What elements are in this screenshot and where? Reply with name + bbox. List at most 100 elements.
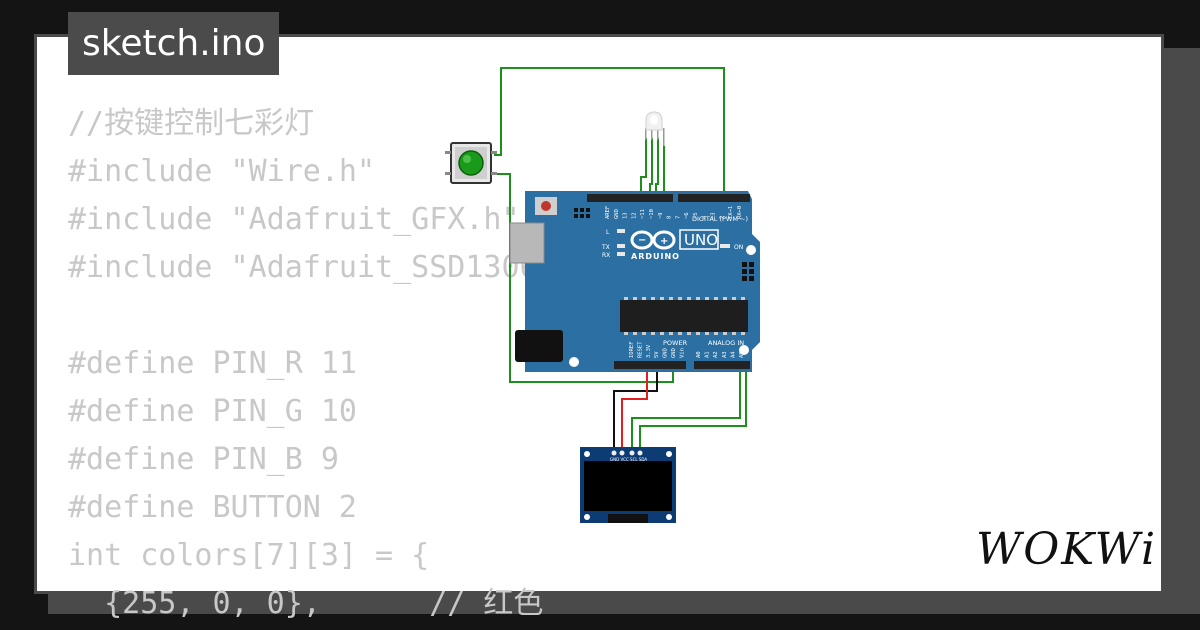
led-l-label: L bbox=[606, 229, 610, 236]
chip-pin bbox=[669, 297, 673, 300]
led-tx bbox=[617, 244, 625, 248]
pin-label: AREF bbox=[605, 206, 611, 219]
oled-mount-hole bbox=[666, 514, 672, 520]
chip-pin bbox=[723, 332, 727, 335]
chip-pin bbox=[723, 297, 727, 300]
wire-button-to-gnd bbox=[494, 173, 674, 383]
pin-label: IOREF bbox=[629, 341, 635, 358]
wire-oled-vcc bbox=[621, 364, 648, 452]
board-mount-hole bbox=[746, 245, 756, 255]
chip-pin bbox=[678, 332, 682, 335]
chip-pin bbox=[660, 297, 664, 300]
push-button-pin bbox=[445, 151, 451, 154]
wokwi-logo: WOKWi bbox=[976, 524, 1158, 575]
analog-label: ANALOG IN bbox=[708, 339, 744, 347]
pin-label: A0 bbox=[696, 351, 702, 358]
icsp-header bbox=[574, 208, 590, 218]
push-button[interactable] bbox=[445, 142, 497, 184]
chip-pin bbox=[651, 332, 655, 335]
chip-pin bbox=[732, 332, 736, 335]
chip-pin bbox=[633, 297, 637, 300]
chip-pin bbox=[696, 332, 700, 335]
push-button-pin bbox=[491, 172, 497, 175]
reset-button-cap[interactable] bbox=[541, 201, 551, 211]
chip-pin bbox=[678, 297, 682, 300]
chip-pin bbox=[705, 332, 709, 335]
pin-label: A3 bbox=[722, 351, 728, 358]
pin-label: ~3 bbox=[711, 212, 717, 219]
wire-led-green bbox=[655, 138, 659, 196]
arduino-infinity-icon bbox=[630, 230, 676, 250]
led-on bbox=[720, 244, 730, 248]
chip-pin bbox=[651, 297, 655, 300]
chip-pin bbox=[714, 297, 718, 300]
pin-label: 8 bbox=[667, 216, 673, 219]
pin-label: 7 bbox=[675, 216, 681, 219]
push-button-cap[interactable] bbox=[458, 150, 484, 176]
led-leg bbox=[645, 128, 647, 140]
oled-pin bbox=[611, 450, 617, 456]
digital-header-label: DIGITAL (PWM ~) bbox=[692, 215, 748, 223]
led-rx bbox=[617, 252, 625, 256]
pin-label: 13 bbox=[623, 212, 629, 219]
chip-pin bbox=[642, 332, 646, 335]
pin-label: 12 bbox=[631, 212, 637, 219]
uno-label: UNO bbox=[684, 231, 718, 249]
chip-pin bbox=[633, 332, 637, 335]
pin-label: Vin bbox=[679, 348, 685, 358]
chip-pin bbox=[714, 332, 718, 335]
chip-pin bbox=[741, 297, 745, 300]
board-mount-hole bbox=[569, 357, 579, 367]
pin-label: A2 bbox=[713, 351, 719, 358]
analog-header bbox=[694, 361, 750, 369]
icsp-header-right bbox=[742, 262, 754, 281]
pin-label: A5 bbox=[739, 351, 745, 358]
arduino-logo-plus: + bbox=[660, 236, 668, 247]
digital-header-right bbox=[678, 194, 750, 202]
rgb-led[interactable] bbox=[645, 111, 665, 146]
oled-pin-labels: GND VCC SCL SDA bbox=[610, 457, 647, 462]
power-label: POWER bbox=[663, 339, 688, 347]
led-on-label: ON bbox=[734, 244, 743, 251]
pin-label: 5V bbox=[654, 351, 660, 358]
digital-header-left bbox=[587, 194, 673, 202]
push-button-highlight bbox=[463, 155, 471, 163]
atmega-chip bbox=[620, 300, 748, 332]
led-leg bbox=[657, 128, 659, 140]
chip-pin bbox=[741, 332, 745, 335]
oled-screen bbox=[584, 461, 672, 511]
code-line: //按键控制七彩灯 bbox=[68, 106, 315, 141]
pin-label: ~5 bbox=[693, 212, 699, 219]
code-line: int colors[7][3] = { bbox=[68, 538, 430, 573]
pin-label: ~6 bbox=[684, 212, 690, 219]
chip-pin bbox=[624, 332, 628, 335]
pin-label: GND bbox=[663, 348, 669, 358]
pin-label: RESET bbox=[637, 341, 643, 358]
oled-mount-hole bbox=[584, 451, 590, 457]
wire-oled-sda bbox=[639, 364, 747, 452]
wires bbox=[494, 67, 747, 452]
chip-pin bbox=[732, 297, 736, 300]
atmega-chip-pins bbox=[624, 297, 745, 335]
wire-led-red bbox=[640, 138, 647, 196]
uno-badge bbox=[679, 229, 719, 250]
power-jack bbox=[515, 330, 563, 362]
oled-display[interactable]: GND VCC SCL SDA bbox=[580, 447, 676, 523]
pin-label: TX→1 bbox=[728, 206, 734, 219]
oled-pin bbox=[619, 450, 625, 456]
led-glow bbox=[650, 115, 658, 125]
chip-pin bbox=[687, 297, 691, 300]
chip-pin bbox=[669, 332, 673, 335]
arduino-brand-label: ARDUINO bbox=[631, 252, 680, 261]
chip-pin bbox=[660, 332, 664, 335]
led-leg bbox=[651, 128, 653, 140]
led-rx-label: RX bbox=[602, 252, 610, 259]
wire-led-common bbox=[649, 138, 653, 196]
led-l bbox=[617, 229, 625, 233]
pin-label: GND bbox=[671, 348, 677, 358]
file-tab[interactable]: sketch.ino bbox=[68, 12, 280, 75]
